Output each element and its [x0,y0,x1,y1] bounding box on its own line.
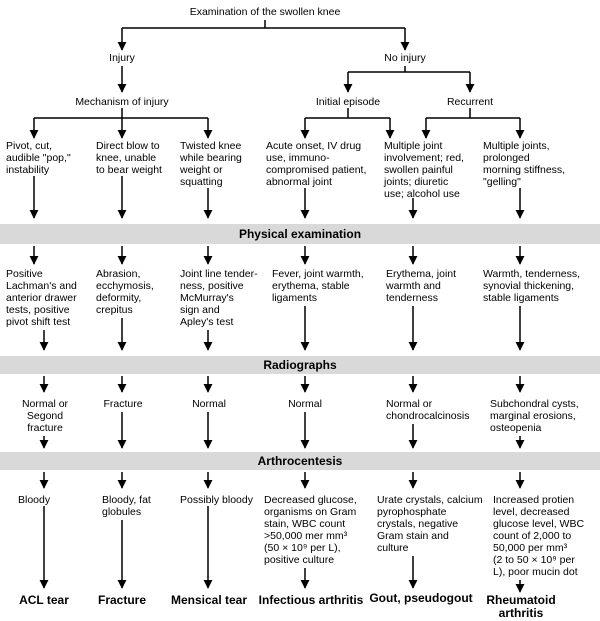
diagnosis-meniscal-tear: Mensical tear [170,593,248,607]
history-infectious: Acute onset, IV drug use, immuno- compro… [266,140,367,188]
exam-fracture: Abrasion, ecchymosis, deformity, crepitu… [96,268,154,316]
history-gout: Multiple joint involvement; red, swollen… [384,140,464,200]
radiograph-gout: Normal or chondrocalcinosis [386,398,470,422]
diagnosis-rheumatoid-arthritis: Rheumatoid arthritis [486,593,556,620]
exam-infectious: Fever, joint warmth, erythema, stable li… [272,268,364,304]
exam-acl: Positive Lachman's and anterior drawer t… [6,268,77,328]
mechanism-node: Mechanism of injury [75,96,169,108]
radiograph-acl: Normal or Segond fracture [21,398,69,434]
physical-examination-band: Physical examination [0,224,600,244]
injury-node: Injury [109,52,135,64]
history-acl: Pivot, cut, audible "pop," instability [6,140,71,176]
exam-rheumatoid: Warmth, tenderness, synovial thickening,… [483,268,581,304]
diagnosis-acl-tear: ACL tear [19,593,69,607]
history-meniscal: Twisted knee while bearing weight or squ… [180,140,242,188]
radiograph-meniscal: Normal [192,398,226,410]
exam-meniscal: Joint line tender- ness, positive McMurr… [180,268,258,328]
radiograph-rheumatoid: Subchondral cysts, marginal erosions, os… [490,398,579,434]
diagnosis-fracture: Fracture [97,593,147,607]
initial-episode-node: Initial episode [315,96,381,108]
radiographs-band: Radiographs [0,356,600,374]
radiograph-infectious: Normal [288,398,322,410]
fluid-rheumatoid: Increased protien level, decreased gluco… [493,494,585,578]
diagnosis-infectious-arthritis: Infectious arthritis [258,593,364,607]
fluid-meniscal: Possibly bloody [180,494,253,506]
exam-gout: Erythema, joint warmth and tenderness [386,268,457,304]
no-injury-node: No injury [384,52,426,64]
history-fracture: Direct blow to knee, unable to bear weig… [96,140,162,176]
radiograph-fracture: Fracture [103,398,143,410]
fluid-acl: Bloody [18,494,51,506]
history-rheumatoid: Multiple joints, prolonged morning stiff… [483,140,566,188]
fluid-gout: Urate crystals, calcium pyrophosphate cr… [377,494,483,554]
arthrocentesis-band: Arthrocentesis [0,452,600,470]
fluid-infectious: Decreased glucose, organisms on Gram sta… [264,494,357,566]
diagnosis-gout-pseudogout: Gout, pseudogout [369,591,473,605]
root-node: Examination of the swollen knee [189,6,341,18]
fluid-fracture: Bloody, fat globules [102,494,151,518]
recurrent-node: Recurrent [446,96,494,108]
